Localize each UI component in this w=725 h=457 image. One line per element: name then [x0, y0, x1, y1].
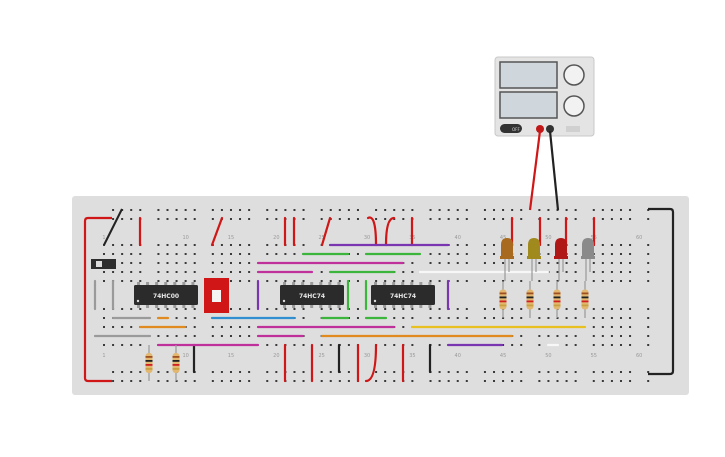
leds: [500, 238, 595, 281]
column-number-bottom: 15: [228, 353, 234, 359]
resistor: [553, 281, 561, 318]
column-number-bottom: 10: [182, 353, 188, 359]
column-number-bottom: 25: [318, 353, 324, 359]
jumper-wires: [93, 216, 596, 383]
column-number-top: 30: [364, 235, 370, 241]
ic-chip: 74HC74: [371, 282, 435, 308]
resistor: [145, 345, 153, 381]
ic-chip: 74HC74: [280, 282, 344, 308]
led: [527, 238, 541, 281]
column-number-top: 15: [228, 235, 234, 241]
slide-switch[interactable]: [91, 259, 116, 269]
dip-switch[interactable]: [204, 278, 229, 313]
column-number-bottom: 20: [273, 353, 279, 359]
resistor: [526, 281, 534, 318]
column-number-top: 60: [636, 235, 642, 241]
column-number-top: 20: [273, 235, 279, 241]
red-wire-segment: [320, 216, 332, 247]
power-supply: OFF: [494, 56, 595, 137]
red-wire-segment: [364, 343, 378, 383]
right-black-loop-wire: [648, 207, 675, 376]
supply-red-wire: [528, 130, 542, 211]
red-wire-segment: [366, 216, 378, 247]
led: [500, 238, 514, 281]
negative-terminal[interactable]: [546, 125, 554, 133]
red-wire-segment: [384, 216, 396, 247]
ic-chip-label: 74HC74: [390, 293, 416, 300]
positive-terminal[interactable]: [536, 125, 544, 133]
column-number-bottom: 35: [409, 353, 415, 359]
column-number-bottom: 45: [500, 353, 506, 359]
column-number-bottom: 30: [364, 353, 370, 359]
ic-chip: 74HC00: [134, 282, 198, 308]
ic-chip-label: 74HC74: [299, 293, 325, 300]
left-red-loop-wire: [83, 216, 112, 383]
column-number-top: 25: [318, 235, 324, 241]
column-number-bottom: 40: [455, 353, 461, 359]
voltage-display: [499, 61, 558, 89]
current-knob[interactable]: [563, 95, 585, 117]
column-number-bottom: 1: [102, 353, 105, 359]
column-number-top: 50: [545, 235, 551, 241]
column-number-top: 40: [455, 235, 461, 241]
column-number-bottom: 55: [591, 353, 597, 359]
power-switch[interactable]: [500, 124, 522, 133]
column-number-bottom: 50: [545, 353, 551, 359]
current-display: [499, 91, 558, 119]
column-number-top: 45: [500, 235, 506, 241]
black-jumper: [103, 208, 123, 246]
column-number-bottom: 60: [636, 353, 642, 359]
red-wire-segment: [210, 216, 224, 247]
led: [554, 238, 568, 281]
resistor: [172, 345, 180, 381]
chips: 74HC00 74HC74 74HC74: [134, 282, 435, 308]
led: [581, 238, 595, 281]
column-number-top: 10: [182, 235, 188, 241]
voltage-knob[interactable]: [563, 64, 585, 86]
resistor: [499, 281, 507, 318]
resistor: [581, 281, 589, 318]
resistors: [145, 281, 589, 381]
supply-black-wire: [548, 130, 560, 211]
ic-chip-label: 74HC00: [153, 293, 179, 300]
column-number-top: 1: [102, 235, 105, 241]
power-switch-label: OFF: [512, 127, 520, 132]
